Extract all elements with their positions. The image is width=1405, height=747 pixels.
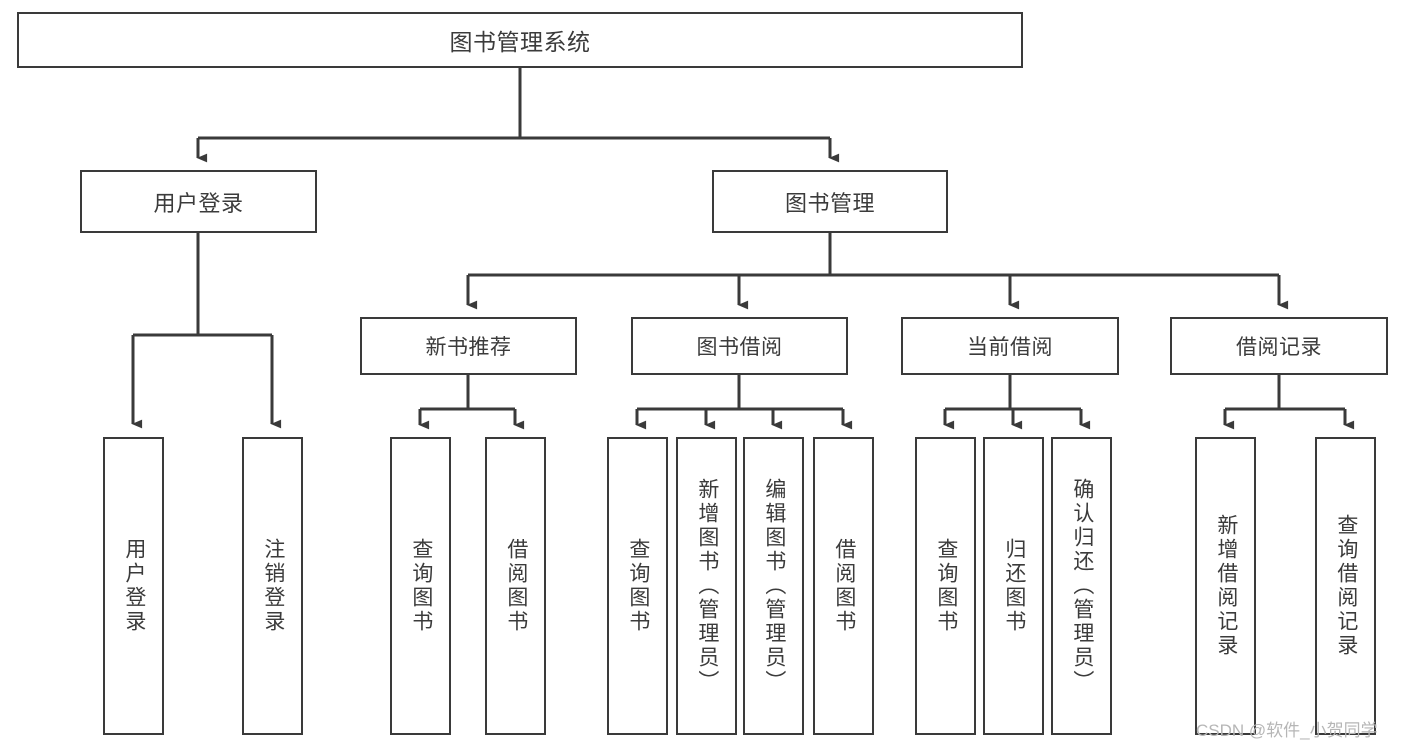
node-book-borrow[interactable]: 图书借阅 bbox=[631, 317, 848, 375]
leaf-user-login-label: 用户登录 bbox=[122, 538, 146, 634]
leaf-logout[interactable]: 注销登录 bbox=[242, 437, 303, 735]
leaf-borrow-book-label: 借阅图书 bbox=[832, 538, 856, 634]
node-new-book-recommend-label: 新书推荐 bbox=[425, 336, 512, 359]
leaf-query-borrow-record-label: 查询借阅记录 bbox=[1334, 514, 1358, 658]
leaf-return-book[interactable]: 归还图书 bbox=[983, 437, 1044, 735]
node-book-management[interactable]: 图书管理 bbox=[712, 170, 948, 233]
leaf-add-book-admin[interactable]: 新增图书（管理员） bbox=[676, 437, 737, 735]
leaf-confirm-return-admin[interactable]: 确认归还（管理员） bbox=[1051, 437, 1112, 735]
node-borrow-record[interactable]: 借阅记录 bbox=[1170, 317, 1388, 375]
leaf-borrow-book-recommend-label: 借阅图书 bbox=[504, 538, 528, 634]
watermark-text: CSDN @软件_小贺同学 bbox=[1196, 721, 1378, 740]
node-root[interactable]: 图书管理系统 bbox=[17, 12, 1023, 68]
leaf-query-borrow-record[interactable]: 查询借阅记录 bbox=[1315, 437, 1376, 735]
leaf-edit-book-admin[interactable]: 编辑图书（管理员） bbox=[743, 437, 804, 735]
leaf-borrow-book-recommend[interactable]: 借阅图书 bbox=[485, 437, 546, 735]
leaf-borrow-book[interactable]: 借阅图书 bbox=[813, 437, 874, 735]
leaf-confirm-return-admin-label: 确认归还（管理员） bbox=[1070, 478, 1094, 694]
leaf-user-login[interactable]: 用户登录 bbox=[103, 437, 164, 735]
leaf-query-book-borrow[interactable]: 查询图书 bbox=[607, 437, 668, 735]
node-current-borrow[interactable]: 当前借阅 bbox=[901, 317, 1119, 375]
leaf-return-book-label: 归还图书 bbox=[1002, 538, 1026, 634]
leaf-logout-label: 注销登录 bbox=[261, 538, 285, 634]
node-book-borrow-label: 图书借阅 bbox=[696, 336, 783, 359]
leaf-add-borrow-record[interactable]: 新增借阅记录 bbox=[1195, 437, 1256, 735]
leaf-add-book-admin-label: 新增图书（管理员） bbox=[695, 478, 719, 694]
node-user-login[interactable]: 用户登录 bbox=[80, 170, 317, 233]
node-borrow-record-label: 借阅记录 bbox=[1236, 336, 1322, 359]
node-current-borrow-label: 当前借阅 bbox=[967, 336, 1053, 359]
leaf-edit-book-admin-label: 编辑图书（管理员） bbox=[762, 478, 786, 694]
leaf-add-borrow-record-label: 新增借阅记录 bbox=[1214, 514, 1238, 658]
node-root-label: 图书管理系统 bbox=[449, 29, 591, 55]
node-book-management-label: 图书管理 bbox=[784, 190, 875, 216]
node-user-login-label: 用户登录 bbox=[153, 190, 244, 216]
leaf-query-book-borrow-label: 查询图书 bbox=[626, 538, 650, 634]
leaf-query-book-recommend[interactable]: 查询图书 bbox=[390, 437, 451, 735]
node-new-book-recommend[interactable]: 新书推荐 bbox=[360, 317, 577, 375]
leaf-query-book-recommend-label: 查询图书 bbox=[409, 538, 433, 634]
leaf-query-book-current[interactable]: 查询图书 bbox=[915, 437, 976, 735]
leaf-query-book-current-label: 查询图书 bbox=[934, 538, 958, 634]
